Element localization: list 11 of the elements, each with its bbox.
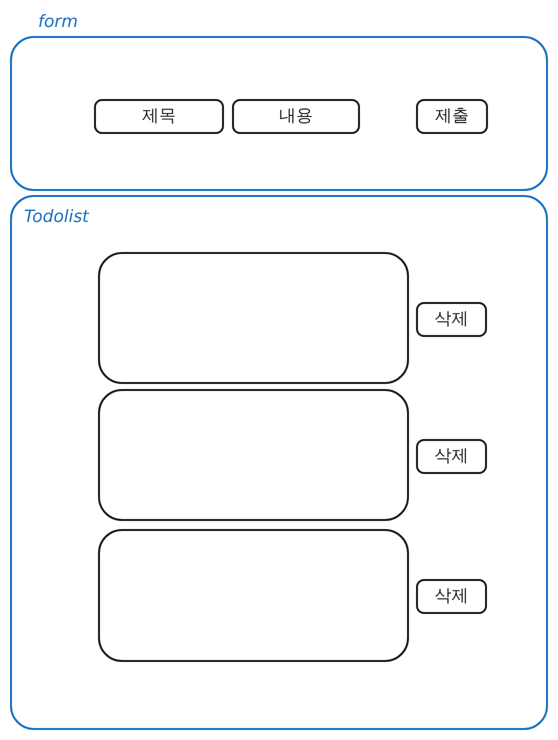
item-card	[98, 389, 409, 521]
button: 삭제	[416, 579, 487, 614]
item-card	[98, 529, 409, 662]
button: 삭제	[416, 302, 487, 337]
panel-heading: form	[38, 11, 78, 34]
button: 제목	[94, 99, 224, 134]
item-card	[98, 252, 409, 384]
button: 삭제	[416, 439, 487, 474]
button: 내용	[232, 99, 360, 134]
panel-heading: Todolist	[24, 206, 89, 229]
button: 제출	[416, 99, 488, 134]
